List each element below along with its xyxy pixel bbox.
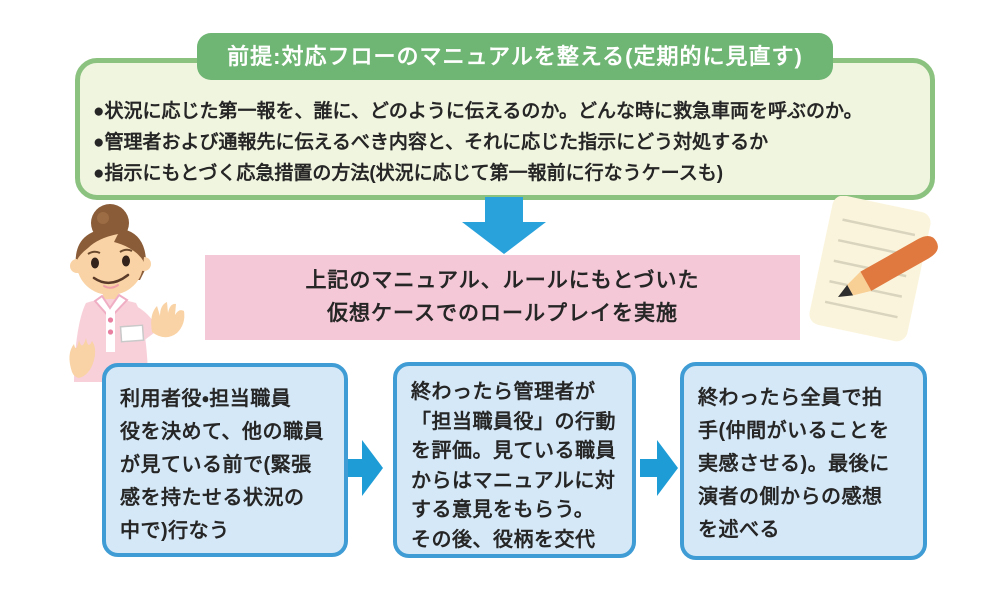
notepad-pencil-illustration — [809, 196, 938, 342]
right-arrow-icon — [345, 440, 383, 496]
step-box-3: 終わったら全員で拍 手(仲間がいることを 実感させる)。最後に 演者の側からの感… — [680, 362, 927, 560]
step-text: 終わったら全員で拍 手(仲間がいることを 実感させる)。最後に 演者の側からの感… — [698, 387, 890, 541]
roleplay-banner: 上記のマニュアル、ルールにもとづいた 仮想ケースでのロールプレイを実施 — [205, 255, 800, 340]
step-text: 終わったら管理者が 「担当職員役」の行動 を評価。見ている職員 からはマニュアル… — [411, 381, 616, 551]
step-box-1: 利用者役・担当職員 役を決めて、他の職員 が見ている前で(緊張 感を持たせる状況… — [102, 363, 348, 557]
roleplay-banner-line: 上記のマニュアル、ルールにもとづいた — [305, 269, 700, 292]
premise-bullet: ●管理者および通報先に伝えるべき内容と、それに応じた指示にどう対処するか — [93, 132, 769, 153]
step-text: 利用者役・担当職員 役を決めて、他の職員 が見ている前で(緊張 感を持たせる状況… — [120, 388, 324, 542]
caregiver-illustration — [69, 204, 185, 382]
premise-header: 前提:対応フローのマニュアルを整える(定期的に見直す) — [197, 33, 833, 80]
premise-bullet: ●指示にもとづく応急措置の方法(状況に応じて第一報前に行なうケースも) — [93, 163, 724, 184]
down-arrow-icon — [462, 197, 546, 254]
right-arrow-icon — [640, 440, 678, 496]
pencil-icon — [838, 236, 938, 297]
step-box-2: 終わったら管理者が 「担当職員役」の行動 を評価。見ている職員 からはマニュアル… — [393, 362, 636, 558]
premise-bullet: ●状況に応じた第一報を、誰に、どのように伝えるのか。どんな時に救急車両を呼ぶのか… — [93, 101, 863, 122]
roleplay-banner-line: 仮想ケースでのロールプレイを実施 — [327, 302, 678, 325]
premise-bullet-list: ●状況に応じた第一報を、誰に、どのように伝えるのか。どんな時に救急車両を呼ぶのか… — [93, 96, 923, 189]
